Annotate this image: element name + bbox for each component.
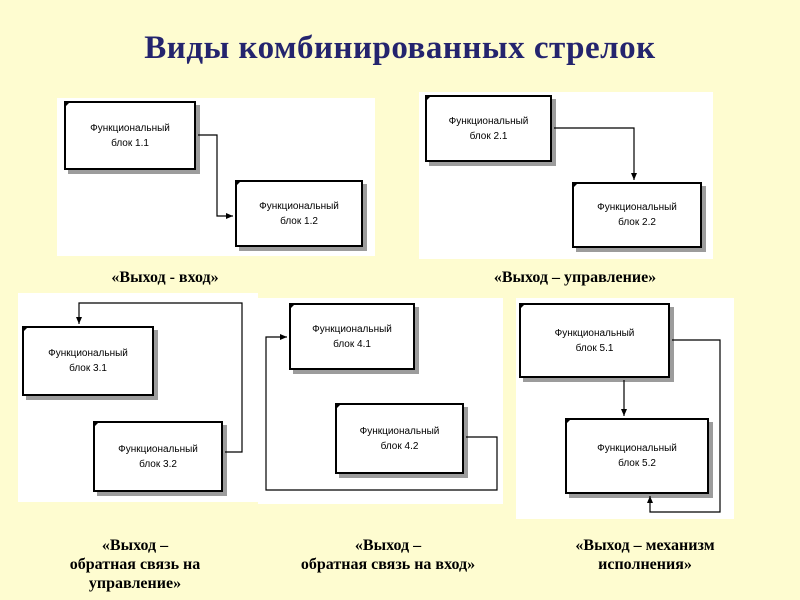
block-text: Функциональный блок 1.1 <box>90 122 170 149</box>
block-text: Функциональный блок 2.2 <box>597 202 677 228</box>
block-text: Функциональный блок 3.2 <box>118 443 198 470</box>
function-block-5-1[interactable]: Функциональный блок 5.1 <box>519 303 670 378</box>
function-block-2-2[interactable]: Функциональный блок 2.2 <box>572 182 702 248</box>
block-text: Функциональный блок 2.1 <box>448 115 529 142</box>
arrow-feedback-control <box>76 302 243 453</box>
slide-title: Виды комбинированных стрелок <box>144 30 656 66</box>
block-corner-mark <box>426 96 431 101</box>
caption-output-mechanism: «Выход – механизм исполнения» <box>575 537 715 573</box>
block-corner-mark <box>520 304 525 309</box>
function-block-2-1[interactable]: Функциональный блок 2.1 <box>425 95 552 162</box>
block-text: Функциональный блок 4.2 <box>359 425 440 452</box>
arrow-output-mechanism <box>647 339 721 513</box>
block-corner-mark <box>566 419 571 424</box>
block-text: Функциональный блок 5.2 <box>597 443 677 469</box>
block-corner-mark <box>236 181 241 186</box>
function-block-4-2[interactable]: Функциональный блок 4.2 <box>335 403 464 474</box>
caption-output-input: «Выход - вход» <box>111 269 219 286</box>
block-text: Функциональный блок 4.1 <box>312 323 392 350</box>
block-corner-mark <box>23 327 28 332</box>
block-corner-mark <box>290 304 295 309</box>
block-text: Функциональный блок 3.1 <box>48 348 128 374</box>
caption-feedback-control: «Выход – обратная связь на управление» <box>69 537 201 592</box>
block-text: Функциональный блок 5.1 <box>554 327 635 354</box>
caption-feedback-input: «Выход – обратная связь на вход» <box>300 537 476 573</box>
function-block-4-1[interactable]: Функциональный блок 4.1 <box>289 303 415 370</box>
function-block-1-1[interactable]: Функциональный блок 1.1 <box>64 101 196 170</box>
arrow-output-control <box>554 127 637 180</box>
function-block-3-1[interactable]: Функциональный блок 3.1 <box>22 326 154 396</box>
block-corner-mark <box>94 422 99 427</box>
function-block-1-2[interactable]: Функциональный блок 2.2блок 1.2 <box>235 180 363 247</box>
block-corner-mark <box>336 404 341 409</box>
function-block-5-2[interactable]: Функциональный блок 5.2 <box>565 418 709 494</box>
arrow-output-input <box>198 134 233 219</box>
arrow-feedback-input <box>265 334 498 491</box>
caption-output-control: «Выход – управление» <box>493 269 657 286</box>
function-block-3-2[interactable]: Функциональный блок 3.2 <box>93 421 223 492</box>
block-corner-mark <box>65 102 70 107</box>
block-corner-mark <box>573 183 578 188</box>
block-text: Функциональный блок 2.2блок 1.2 <box>259 200 339 227</box>
